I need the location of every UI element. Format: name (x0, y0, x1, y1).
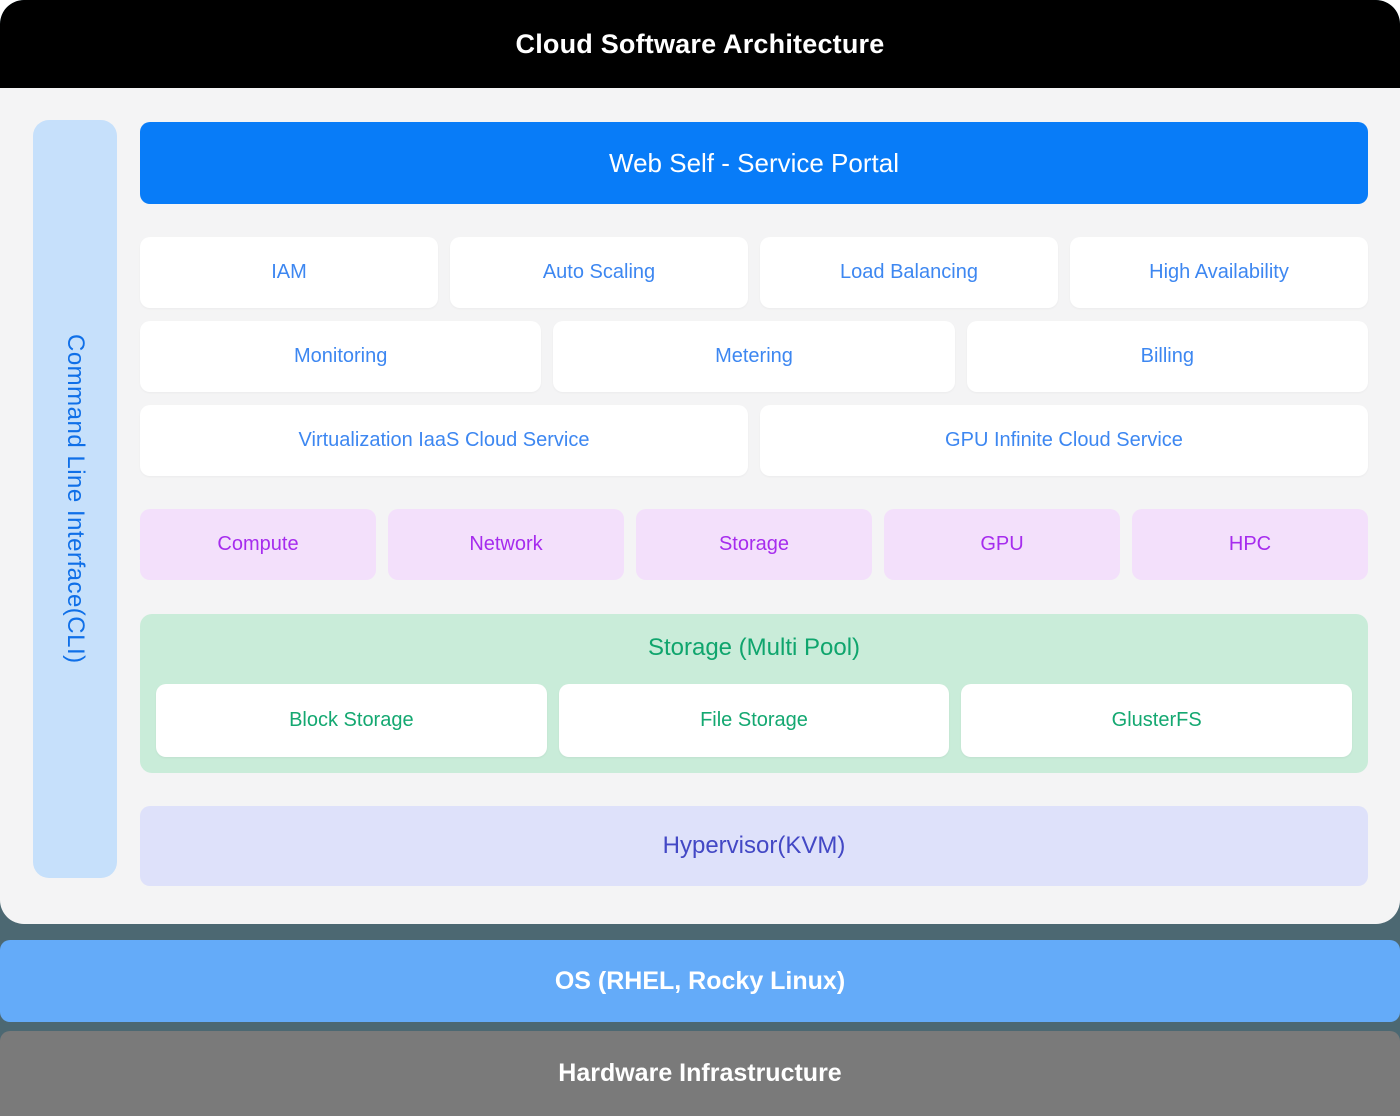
panel-content: Web Self - Service Portal IAM Auto Scali… (140, 122, 1368, 886)
storage-multi-pool-group: Storage (Multi Pool) Block Storage File … (140, 614, 1368, 773)
service-row-2: Monitoring Metering Billing (140, 321, 1368, 392)
storage-card-label: File Storage (700, 709, 808, 731)
resource-card-label: Network (469, 533, 543, 555)
service-row-1: IAM Auto Scaling Load Balancing High Ava… (140, 237, 1368, 308)
service-card-gpu-infinite: GPU Infinite Cloud Service (760, 405, 1368, 476)
resource-card-network: Network (388, 509, 624, 580)
os-layer-label: OS (RHEL, Rocky Linux) (554, 966, 846, 995)
storage-card-label: Block Storage (289, 709, 414, 731)
service-card-label: Metering (715, 345, 793, 367)
service-card-label: Billing (1140, 345, 1194, 367)
service-row-3: Virtualization IaaS Cloud Service GPU In… (140, 405, 1368, 476)
cli-sidebar: Command Line Interface(CLI) (33, 120, 117, 878)
divider-gap (0, 924, 1400, 940)
service-card-label: GPU Infinite Cloud Service (945, 429, 1183, 451)
page-title: Cloud Software Architecture (515, 28, 885, 59)
storage-card-file: File Storage (558, 684, 950, 757)
cli-sidebar-label: Command Line Interface(CLI) (62, 334, 89, 664)
service-card-high-availability: High Availability (1070, 237, 1368, 308)
cloud-software-panel: Command Line Interface(CLI) Web Self - S… (0, 88, 1400, 924)
resource-card-label: GPU (980, 533, 1024, 555)
service-card-monitoring: Monitoring (140, 321, 542, 392)
service-card-label: Load Balancing (840, 261, 978, 283)
divider-gap (0, 1022, 1400, 1031)
service-card-virtualization-iaas: Virtualization IaaS Cloud Service (140, 405, 748, 476)
storage-card-block: Block Storage (156, 684, 547, 757)
service-card-iam: IAM (140, 237, 438, 308)
service-card-label: High Availability (1149, 261, 1289, 283)
service-card-auto-scaling: Auto Scaling (450, 237, 748, 308)
web-portal-banner: Web Self - Service Portal (140, 122, 1368, 204)
resource-card-compute: Compute (140, 509, 376, 580)
web-portal-label: Web Self - Service Portal (609, 147, 899, 178)
resource-card-label: Compute (217, 533, 299, 555)
resource-card-hpc: HPC (1132, 509, 1368, 580)
storage-card-label: GlusterFS (1111, 709, 1202, 731)
service-card-label: Auto Scaling (542, 261, 656, 283)
hypervisor-label: Hypervisor(KVM) (662, 832, 846, 859)
service-card-label: Monitoring (293, 345, 388, 367)
os-layer-bar: OS (RHEL, Rocky Linux) (0, 940, 1400, 1022)
resource-card-label: Storage (718, 533, 790, 555)
resource-card-label: HPC (1228, 533, 1272, 555)
service-card-metering: Metering (553, 321, 955, 392)
service-card-label: Virtualization IaaS Cloud Service (298, 429, 590, 451)
service-card-load-balancing: Load Balancing (760, 237, 1058, 308)
hardware-layer-label: Hardware Infrastructure (558, 1059, 842, 1087)
storage-pool-row: Block Storage File Storage GlusterFS (156, 684, 1353, 757)
resource-card-gpu: GPU (884, 509, 1120, 580)
hypervisor-bar: Hypervisor(KVM) (140, 806, 1368, 886)
resource-row: Compute Network Storage GPU HPC (140, 509, 1368, 580)
diagram-header: Cloud Software Architecture (0, 0, 1400, 88)
storage-card-glusterfs: GlusterFS (961, 684, 1353, 757)
hardware-layer-bar: Hardware Infrastructure (0, 1031, 1400, 1116)
service-card-label: IAM (271, 261, 307, 283)
resource-card-storage: Storage (636, 509, 872, 580)
service-card-billing: Billing (966, 321, 1368, 392)
storage-pool-title: Storage (Multi Pool) (647, 634, 861, 661)
